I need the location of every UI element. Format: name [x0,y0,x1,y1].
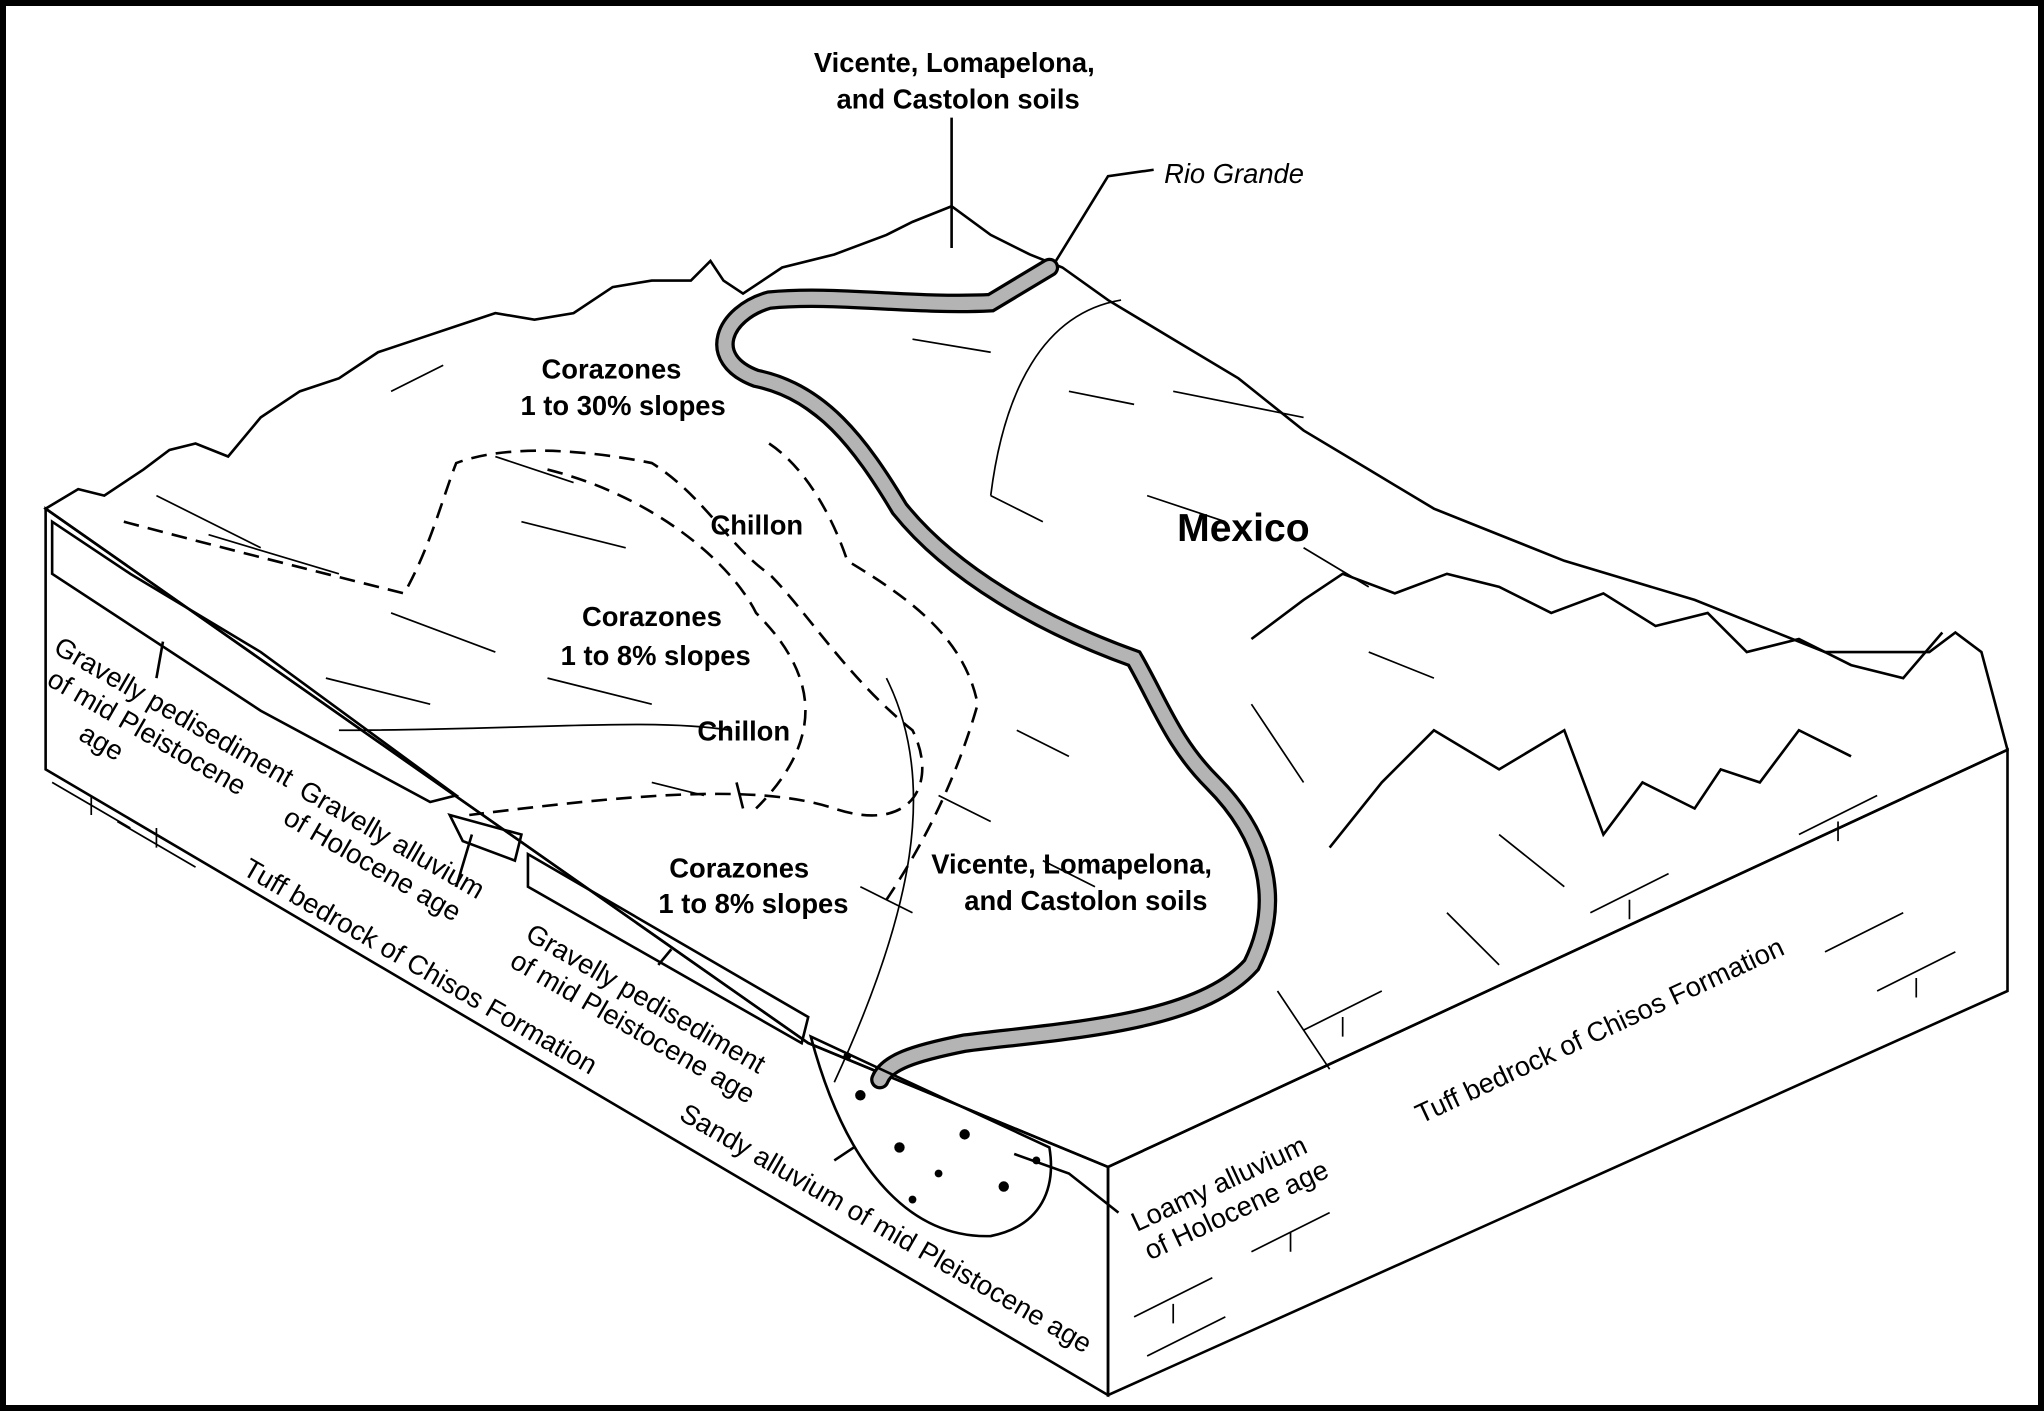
label-line: Corazones [669,853,809,884]
top-soils-label: Vicente, Lomapelona, and Castolon soils [814,47,1102,115]
label-line: and Castolon soils [964,885,1207,916]
label-line: 1 to 30% slopes [520,390,725,421]
label-line: Corazones [582,601,722,632]
label-line: 1 to 8% slopes [658,888,848,919]
mexico-label: Mexico [1177,507,1310,550]
corazones-30-label: Corazones 1 to 30% slopes [520,353,725,421]
chillon-upper-label: Chillon [710,510,803,541]
corazones-8-lower-label: Corazones 1 to 8% slopes [658,853,848,919]
tuff-bedrock-right-label: Tuff bedrock of Chisos Formation [1410,931,1788,1129]
right-face [1106,747,2009,1398]
label-line: 1 to 8% slopes [561,640,751,671]
leader-arrows [155,117,1154,1214]
rio-grande-river-fill [718,260,1274,1087]
terrain-outline [43,204,2010,1169]
landform-boundaries [338,299,1122,1083]
label-line: Vicente, Lomapelona, [814,47,1095,78]
soil-boundary [768,442,980,901]
rio-grande-label: Rio Grande [1164,158,1304,189]
rio-grande-river [715,257,1278,1090]
sandy-alluvium-channel [808,1034,1053,1238]
diagram-frame [6,6,2038,1405]
gravelly-pedisediment-deposit-2 [526,851,810,1046]
label-line: Vicente, Lomapelona, [931,849,1212,880]
gravelly-pedisediment-deposit [50,519,460,804]
gravelly-pedisediment-left-label: Gravelly pedisediment of mid Pleistocene… [18,630,306,850]
bedrock-brick-pattern [51,781,1956,1357]
loamy-alluvium-label: Loamy alluvium of Holocene age [1126,1125,1333,1266]
gravelly-alluvium-deposit [447,812,524,863]
label-line: Corazones [542,353,682,384]
gravelly-pedisediment-mid-label: Gravelly pedisediment of mid Pleistocene… [505,917,777,1110]
chillon-lower-label: Chillon [697,716,790,747]
soil-boundary [547,468,807,810]
mountain-relief [1250,572,1944,849]
lower-soils-label: Vicente, Lomapelona, and Castolon soils [931,849,1219,917]
corazones-8-upper-label: Corazones 1 to 8% slopes [561,601,751,671]
soil-boundary [123,449,924,817]
label-line: and Castolon soils [837,83,1080,114]
